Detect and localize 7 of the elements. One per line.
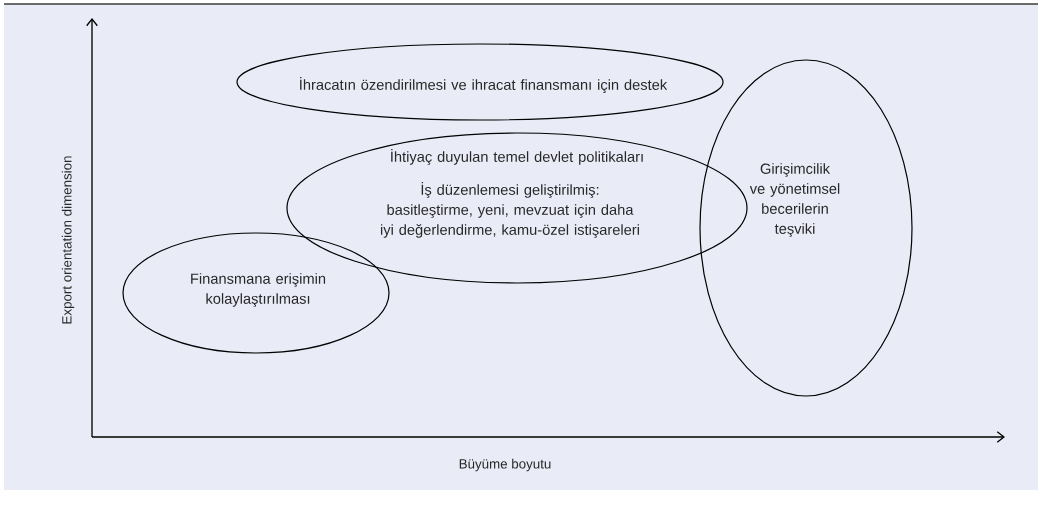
axis-label: Büyüme boyutu bbox=[459, 458, 551, 472]
ellipse-label: İhtiyaç duyulan temel devlet politikaları bbox=[391, 149, 643, 165]
ellipse-label: İş düzenlemesi geliştirilmiş: basitleştirme, yeni, mevzuat için daha iyi değerlendirme, kamu-özel istişareleri bbox=[381, 182, 639, 238]
ellipse-label: Finansmana erişimin kolaylaştırılması bbox=[191, 273, 326, 307]
ellipse-label: Girişimcilik ve yönetimsel becerilerin teşviki bbox=[749, 163, 840, 237]
axis-label: Export orientation dimension bbox=[61, 156, 75, 324]
ellipse-label: İhracatın özendirilmesi ve ihracat finansmanı için destek bbox=[300, 77, 668, 93]
